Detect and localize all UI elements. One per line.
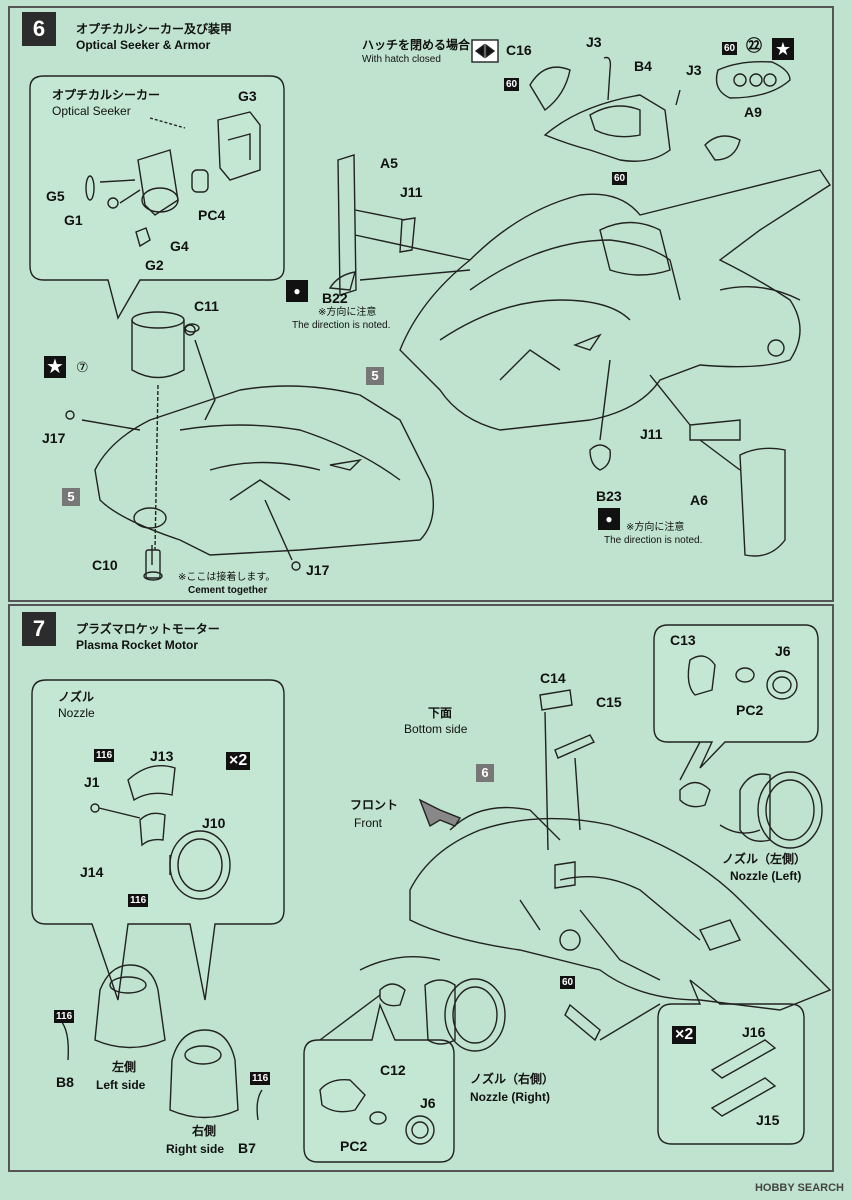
hatch-jp: ハッチを閉める場合 (362, 38, 471, 52)
watermark: HOBBY SEARCH (754, 1182, 844, 1194)
ref-step-5-b: 5 (366, 367, 384, 385)
optical-seeker-jp: オプチカルシーカー (52, 88, 161, 102)
nozzle-en: Nozzle (58, 706, 95, 720)
part-J16: J16 (742, 1024, 766, 1040)
front-jp: フロント (350, 798, 399, 812)
part-B23: B23 (596, 488, 622, 504)
paint-60-a: 60 (504, 78, 520, 91)
optical-seeker-en: Optical Seeker (52, 104, 131, 118)
part-B8: B8 (56, 1074, 74, 1090)
paint-116-c: 116 (54, 1010, 75, 1023)
part-J6-a: J6 (775, 643, 791, 659)
part-B22: B22 (322, 290, 348, 306)
part-J11-b: J11 (640, 426, 663, 442)
part-C15: C15 (596, 694, 622, 710)
part-C14: C14 (540, 670, 566, 686)
hatch-en: With hatch closed (362, 54, 441, 65)
part-G4: G4 (170, 238, 189, 254)
part-G1: G1 (64, 212, 83, 228)
part-C11: C11 (194, 298, 219, 314)
paint-116-b: 116 (128, 894, 149, 907)
part-J14: J14 (80, 864, 104, 880)
nozzle-left-jp: ノズル（左側） (722, 852, 807, 866)
part-G5: G5 (46, 188, 65, 204)
nozzle-left-en: Nozzle (Left) (730, 869, 802, 883)
star-count: ⑦ (76, 359, 89, 375)
star-icon: ★ (44, 356, 66, 378)
step7-frame (8, 604, 834, 1172)
decal-22: ㉒ (746, 38, 763, 55)
right-side-en: Right side (166, 1142, 225, 1156)
part-J13: J13 (150, 748, 174, 764)
note-jp-b: ※方向に注意 (626, 522, 685, 533)
step6-title-en: Optical Seeker & Armor (76, 38, 211, 52)
cement-jp: ※ここは接着します。 (178, 572, 276, 583)
paint-icon-b: ● (598, 508, 620, 530)
part-C16: C16 (506, 42, 532, 58)
paint-116-a: 116 (94, 749, 115, 762)
left-side-en: Left side (96, 1078, 146, 1092)
paint-icon: ● (286, 280, 308, 302)
part-PC2-a: PC2 (736, 702, 764, 718)
part-G2: G2 (145, 257, 164, 273)
times2-a: ×2 (226, 752, 251, 770)
star-icon-b: ★ (772, 38, 794, 60)
ref-step-6: 6 (476, 764, 494, 782)
bottom-en: Bottom side (404, 722, 468, 736)
part-J11-a: J11 (400, 184, 423, 200)
nozzle-right-jp: ノズル（右側） (470, 1072, 555, 1086)
step7-title-jp: プラズマロケットモーター (76, 622, 220, 636)
step6-frame (8, 6, 834, 602)
step7-number: 7 (22, 612, 56, 646)
ref-step-5-a: 5 (62, 488, 80, 506)
step6-number: 6 (22, 12, 56, 46)
nozzle-right-en: Nozzle (Right) (470, 1090, 550, 1104)
part-J17-b: J17 (306, 562, 330, 578)
note-en-b: The direction is noted. (604, 535, 703, 546)
part-C13: C13 (670, 632, 696, 648)
step7-title-en: Plasma Rocket Motor (76, 638, 199, 652)
part-A5: A5 (380, 155, 398, 171)
paint-60-c: 60 (560, 976, 576, 989)
decal-60: 60 (722, 42, 738, 55)
part-B4: B4 (634, 58, 652, 74)
front-en: Front (354, 816, 383, 830)
part-A9: A9 (744, 104, 762, 120)
part-J17-a: J17 (42, 430, 66, 446)
part-PC4: PC4 (198, 207, 226, 223)
part-J10: J10 (202, 815, 226, 831)
paint-116-d: 116 (250, 1072, 271, 1085)
nozzle-jp: ノズル (58, 690, 95, 704)
part-G3: G3 (238, 88, 257, 104)
left-side-jp: 左側 (112, 1060, 137, 1074)
part-J3-b: J3 (686, 62, 702, 78)
part-J1: J1 (84, 774, 100, 790)
part-C12: C12 (380, 1062, 406, 1078)
part-J6-b: J6 (420, 1095, 436, 1111)
times2-b: ×2 (672, 1026, 697, 1044)
paint-60-b: 60 (612, 172, 628, 185)
bottom-jp: 下面 (428, 706, 453, 720)
part-J3-a: J3 (586, 34, 602, 50)
cement-en: Cement together (188, 585, 268, 596)
part-B7: B7 (238, 1140, 256, 1156)
part-PC2-b: PC2 (340, 1138, 368, 1154)
step6-title-jp: オプチカルシーカー及び装甲 (76, 22, 233, 36)
note-en-a: The direction is noted. (292, 320, 391, 331)
note-jp-a: ※方向に注意 (318, 307, 377, 318)
part-J15: J15 (756, 1112, 780, 1128)
part-C10: C10 (92, 557, 118, 573)
right-side-jp: 右側 (192, 1124, 217, 1138)
part-A6: A6 (690, 492, 708, 508)
